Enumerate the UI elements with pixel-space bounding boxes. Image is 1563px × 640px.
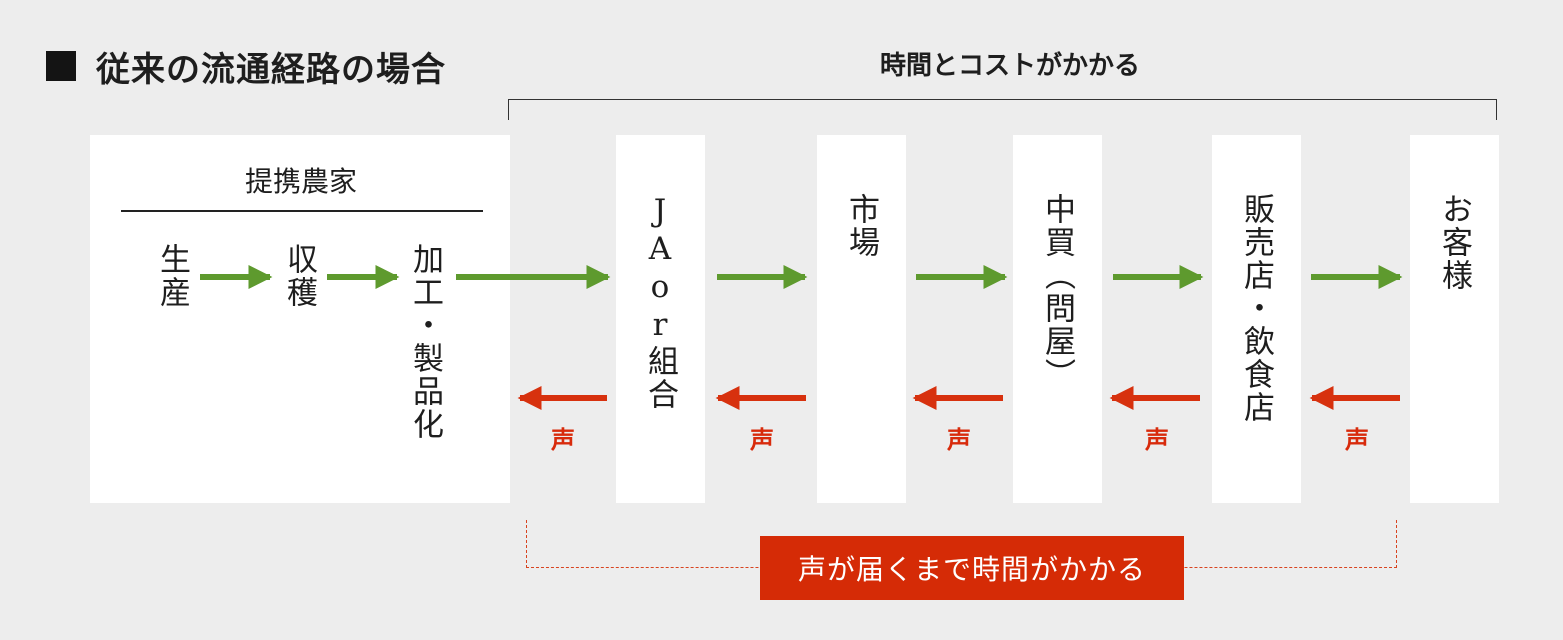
- black-square-icon: [46, 51, 76, 81]
- stage-label-ja: JAor組合: [642, 193, 678, 411]
- voice-label: 声: [1145, 425, 1169, 454]
- farm-step-production: 生産: [154, 243, 190, 309]
- stage-box-customer: [1410, 135, 1499, 503]
- stage-box-wholesaler: [1013, 135, 1102, 503]
- farm-title: 提携農家: [244, 165, 357, 198]
- time-cost-bracket: [508, 99, 1497, 120]
- farm-box: [90, 135, 510, 503]
- stage-label-wholesaler: 中買（問屋）: [1039, 193, 1075, 391]
- voice-label: 声: [1345, 425, 1369, 454]
- stage-box-ja: [616, 135, 705, 503]
- farm-step-harvest: 収穫: [281, 243, 317, 309]
- farm-divider: [121, 210, 483, 212]
- section-title: 従来の流通経路の場合: [96, 49, 446, 90]
- stage-label-customer: お客様: [1436, 193, 1472, 292]
- stage-box-retailer: [1212, 135, 1301, 503]
- voice-label: 声: [947, 425, 971, 454]
- stage-label-retailer: 販売店・飲食店: [1238, 193, 1274, 424]
- time-cost-note: 時間とコストがかかる: [879, 51, 1140, 81]
- voice-label: 声: [551, 425, 575, 454]
- stage-label-market: 市場: [843, 193, 879, 259]
- farm-step-processing: 加工・製品化: [407, 243, 443, 441]
- section-heading: 従来の流通経路の場合: [46, 42, 446, 90]
- stage-box-market: [817, 135, 906, 503]
- voice-label: 声: [750, 425, 774, 454]
- voice-delay-callout: 声が届くまで時間がかかる: [760, 536, 1184, 600]
